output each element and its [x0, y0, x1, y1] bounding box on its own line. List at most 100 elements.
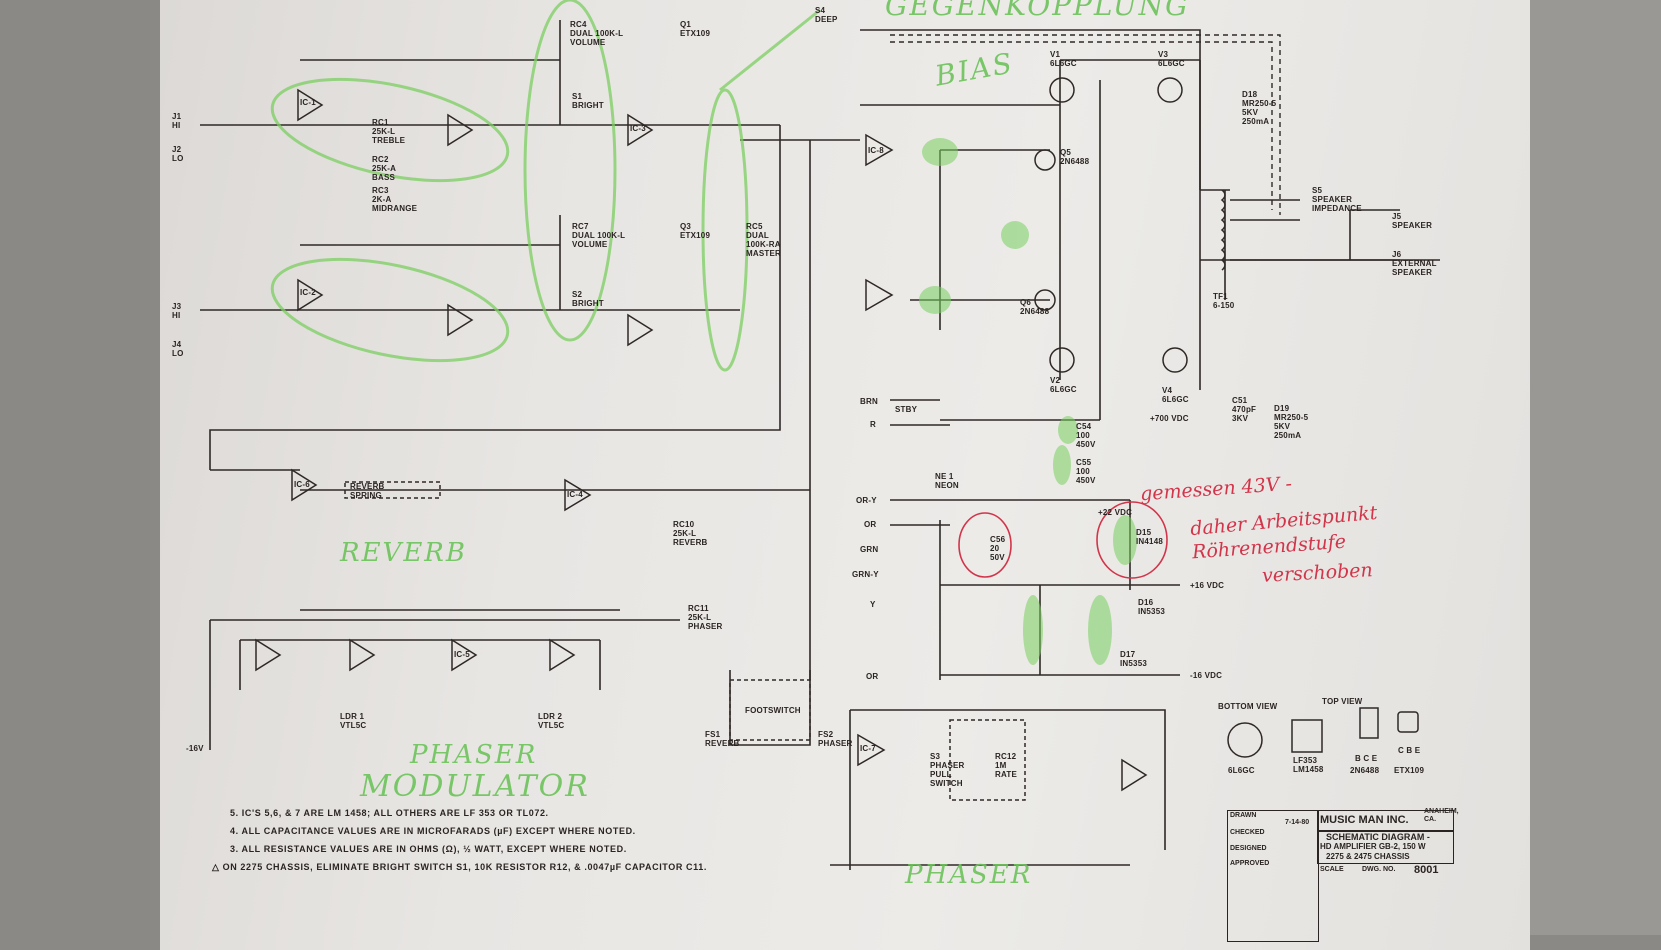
ic8-label: IC-8 — [868, 146, 884, 155]
fs2-label: FS2 PHASER — [818, 730, 853, 748]
wire — [939, 500, 1180, 680]
red-circle — [958, 512, 1012, 578]
rc1-treble: RC1 25K-L TREBLE — [372, 118, 406, 145]
annotation-phaser: PHASER — [905, 860, 1033, 890]
d15-label: D15 IN4148 — [1136, 528, 1163, 546]
opamp-symbol — [627, 113, 654, 147]
lead-or-2: OR — [866, 672, 879, 681]
highlight-mark — [1088, 595, 1112, 665]
title-block-company-cell — [1317, 810, 1454, 832]
ldr2-label: LDR 2 VTL5C — [538, 712, 565, 730]
bottom-view-label: BOTTOM VIEW — [1218, 702, 1278, 711]
red-circle — [1096, 501, 1168, 579]
approved-label: APPROVED — [1230, 860, 1270, 867]
note-5: 5. IC'S 5,6, & 7 ARE LM 1458; ALL OTHERS… — [230, 808, 549, 818]
lead-or: OR — [864, 520, 877, 529]
annotation-phaser-modulator-1: PHASER — [410, 740, 538, 770]
opamp-symbol — [447, 303, 474, 337]
transistor-pinout — [1359, 707, 1379, 739]
plus700-label: +700 VDC — [1150, 414, 1189, 423]
c51-label: C51 470pF 3KV — [1232, 396, 1257, 423]
q1-label: Q1 ETX109 — [680, 20, 711, 38]
c54-label: C54 100 450V — [1076, 422, 1096, 449]
dwg-no: 8001 — [1414, 864, 1439, 876]
j5-label: J5 SPEAKER — [1392, 212, 1433, 230]
ic2-label: IC-2 — [300, 288, 316, 297]
plus22-label: +22 VDC — [1098, 508, 1133, 517]
drawn-date: 7-14-80 — [1285, 819, 1310, 826]
d16-label: D16 IN5353 — [1138, 598, 1165, 616]
background-edge — [1530, 0, 1661, 935]
opamp-symbol — [349, 638, 376, 672]
opamp-pinout-label: LF353 LM1458 — [1293, 756, 1324, 774]
s3-phaser-switch: S3 PHASER PULL SWITCH — [930, 752, 965, 788]
note-4: 4. ALL CAPACITANCE VALUES ARE IN MICROFA… — [230, 826, 636, 836]
note-2-text: ON 2275 CHASSIS, ELIMINATE BRIGHT SWITCH… — [222, 862, 707, 872]
company-name: MUSIC MAN INC. — [1320, 814, 1409, 826]
v4-label: V4 6L6GC — [1162, 386, 1189, 404]
transistor-symbol — [1034, 289, 1056, 311]
q-power-pinout-label: 2N6488 — [1350, 766, 1380, 775]
v3-label: V3 6L6GC — [1158, 50, 1185, 68]
wire — [200, 215, 740, 311]
scale-label: SCALE — [1320, 866, 1344, 873]
v1-label: V1 6L6GC — [1050, 50, 1077, 68]
highlight-circle — [701, 88, 749, 372]
ic1-label: IC-1 — [300, 98, 316, 107]
rc4-volume: RC4 DUAL 100K-L VOLUME — [570, 20, 624, 47]
tube-pinout-label: 6L6GC — [1228, 766, 1255, 775]
opamp-symbol — [451, 638, 478, 672]
lead-y: Y — [870, 600, 876, 609]
reverb-spring-label: REVERB SPRING — [350, 482, 385, 500]
lead-brn: BRN — [860, 397, 878, 406]
tube-symbol — [1157, 77, 1183, 103]
opamp-symbol — [865, 133, 894, 167]
opamp-symbol — [297, 88, 324, 122]
minus16-label: -16 VDC — [1190, 671, 1223, 680]
rc12-rate: RC12 1M RATE — [995, 752, 1017, 779]
rc3-midrange: RC3 2K-A MIDRANGE — [372, 186, 418, 213]
transistor-pinout — [1397, 711, 1419, 733]
wire — [830, 709, 1166, 870]
transformer-coil — [1220, 189, 1226, 271]
q-power-pins: B C E — [1355, 754, 1378, 763]
opamp-symbol — [297, 278, 324, 312]
j6-label: J6 EXTERNAL SPEAKER — [1392, 250, 1437, 277]
opamp-symbol — [857, 733, 886, 767]
rc2-bass: RC2 25K-A BASS — [372, 155, 397, 182]
lead-or-y: OR-Y — [856, 496, 877, 505]
s5-label: S5 SPEAKER IMPEDANCE — [1312, 186, 1362, 213]
wire — [740, 29, 1201, 680]
warning-triangle-icon: △ — [212, 862, 223, 872]
s1-bright: S1 BRIGHT — [572, 92, 604, 110]
ic7-label: IC-7 — [860, 744, 876, 753]
opamp-symbol — [291, 468, 318, 502]
lead-r: R — [870, 420, 876, 429]
schematic-paper — [160, 0, 1530, 950]
reverb-spring-symbol — [344, 481, 441, 499]
shield-line — [890, 34, 1281, 215]
q-small-pinout-label: ETX109 — [1394, 766, 1425, 775]
stby-label: STBY — [895, 405, 918, 414]
transistor-symbol — [1034, 149, 1056, 171]
opamp-symbol — [255, 638, 282, 672]
highlight-circle — [270, 257, 510, 363]
highlight-mark — [1023, 595, 1043, 665]
v2-label: V2 6L6GC — [1050, 376, 1077, 394]
d19-label: D19 MR250-5 5KV 250mA — [1274, 404, 1309, 440]
wire — [890, 80, 1130, 526]
opamp-symbol — [865, 278, 894, 312]
plus16-label: +16 VDC — [1190, 581, 1225, 590]
highlight-mark — [919, 286, 951, 314]
jack-j3: J3 HI — [172, 302, 182, 320]
highlight-mark — [1113, 515, 1137, 565]
tube-symbol — [1162, 347, 1188, 373]
shield-box — [949, 719, 1026, 801]
dwg-no-label: DWG. NO. — [1362, 866, 1396, 873]
minus16v-label: -16V — [186, 744, 204, 753]
opamp-symbol — [549, 638, 576, 672]
ldr1-label: LDR 1 VTL5C — [340, 712, 367, 730]
ic5-label: IC-5 — [454, 650, 470, 659]
title-line-2: HD AMPLIFIER GB-2, 150 W — [1320, 842, 1426, 851]
annotation-reverb: REVERB — [340, 538, 467, 568]
